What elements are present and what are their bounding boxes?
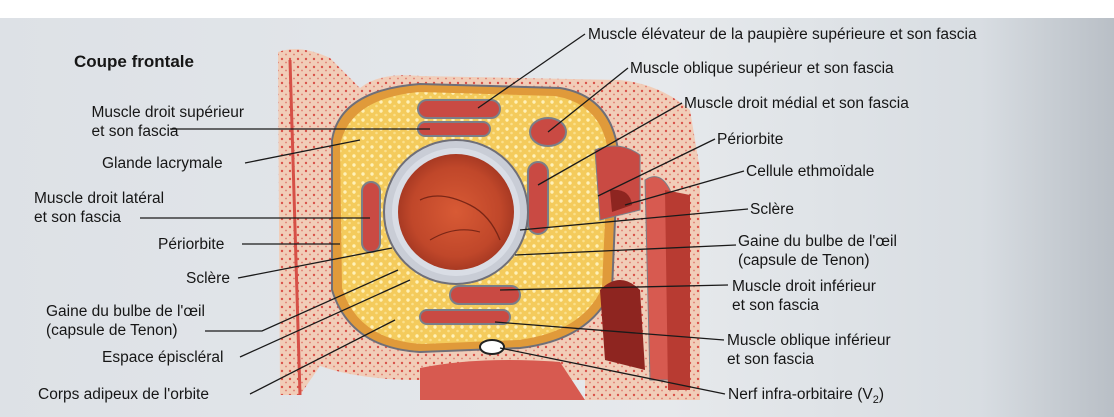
label-line-1: Muscle droit latéral (34, 189, 164, 208)
label-line-2: et son fascia (92, 122, 244, 141)
label-cellule-ethmoidale: Cellule ethmoïdale (746, 162, 874, 181)
label-muscle-droit-medial: Muscle droit médial et son fascia (684, 94, 909, 113)
label-sclere-left: Sclère (186, 269, 230, 288)
label-gaine-bulbe-right: Gaine du bulbe de l'œil (capsule de Teno… (738, 232, 897, 270)
label-muscle-droit-lateral: Muscle droit latéral et son fascia (34, 189, 164, 227)
label-muscle-oblique-superieur: Muscle oblique supérieur et son fascia (630, 59, 894, 78)
label-line-1: Muscle droit inférieur (732, 277, 876, 296)
label-periorbite-left: Périorbite (158, 235, 224, 254)
label-line-1: Muscle oblique inférieur (727, 331, 891, 350)
label-line-1: Gaine du bulbe de l'œil (738, 232, 897, 251)
label-nerf-infra-orbitaire: Nerf infra-orbitaire (V2) (728, 385, 884, 410)
nerf-text: Nerf infra-orbitaire (V (728, 386, 873, 403)
label-line-2: (capsule de Tenon) (46, 321, 205, 340)
figure-title: Coupe frontale (74, 52, 194, 71)
label-muscle-oblique-inferieur: Muscle oblique inférieur et son fascia (727, 331, 891, 369)
label-glande-lacrymale: Glande lacrymale (102, 154, 223, 173)
label-muscle-droit-superieur: Muscle droit supérieur et son fascia (92, 103, 244, 141)
label-muscle-droit-inferieur: Muscle droit inférieur et son fascia (732, 277, 876, 315)
label-line-1: Gaine du bulbe de l'œil (46, 302, 205, 321)
label-line-2: et son fascia (727, 350, 891, 369)
label-line-2: et son fascia (34, 208, 164, 227)
eyeball (384, 140, 528, 284)
label-periorbite-right: Périorbite (717, 130, 783, 149)
label-corps-adipeux: Corps adipeux de l'orbite (38, 385, 209, 404)
label-muscle-elevateur: Muscle élévateur de la paupière supérieu… (588, 25, 977, 44)
label-line-2: (capsule de Tenon) (738, 251, 897, 270)
label-sclere-right: Sclère (750, 200, 794, 219)
label-line-1: Muscle droit supérieur (92, 103, 244, 122)
label-gaine-bulbe-left: Gaine du bulbe de l'œil (capsule de Teno… (46, 302, 205, 340)
label-espace-episcleral: Espace épiscléral (102, 348, 223, 367)
label-line-2: et son fascia (732, 296, 876, 315)
nerf-close: ) (879, 386, 884, 403)
